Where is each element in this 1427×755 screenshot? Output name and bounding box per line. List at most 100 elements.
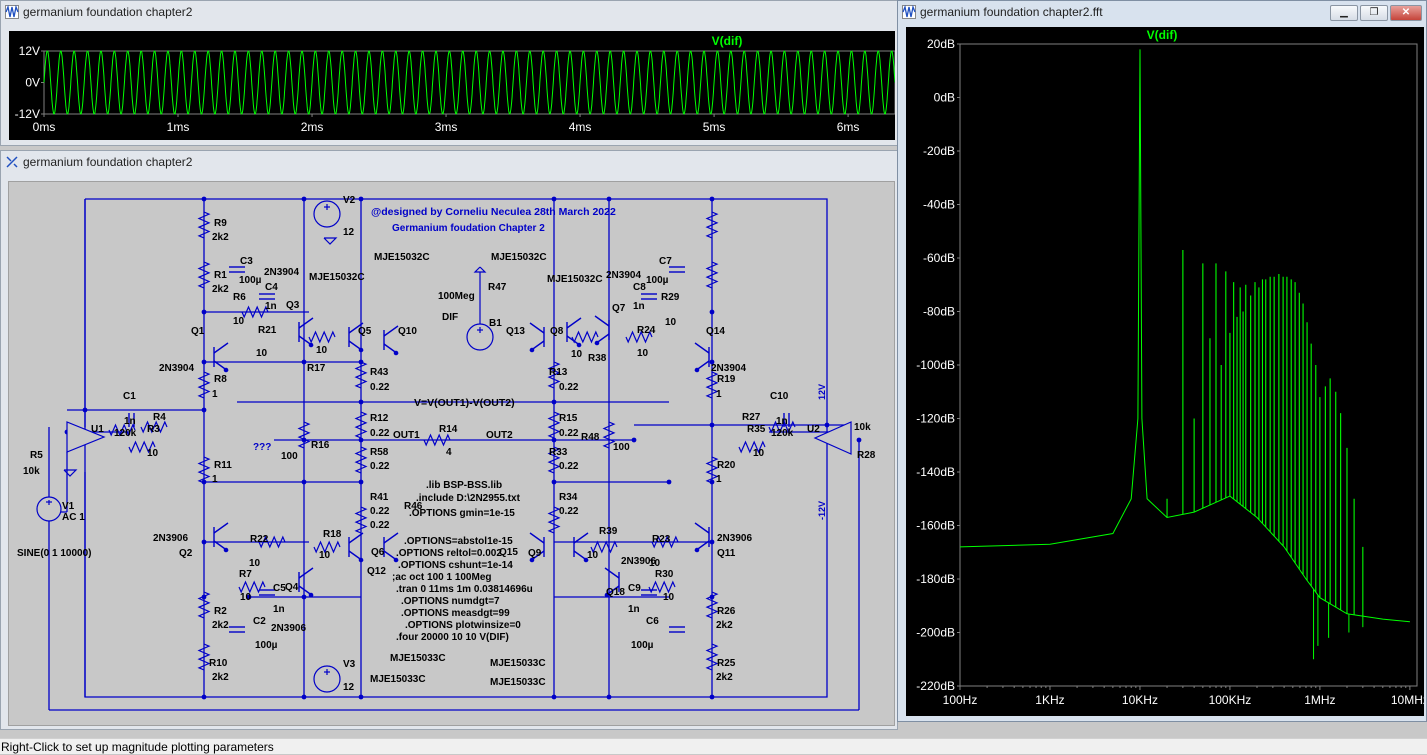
net-label-out2[interactable]: OUT2 [486, 430, 513, 441]
component-label[interactable]: 10 [637, 348, 649, 359]
component-label[interactable]: Q13 [506, 326, 525, 337]
component-label[interactable]: R18 [323, 529, 342, 540]
component-label[interactable]: MJE15033C [490, 658, 546, 669]
component-label[interactable]: 0.22 [370, 428, 390, 439]
component-label[interactable]: C6 [646, 616, 659, 627]
restore-button[interactable]: ❐ [1360, 5, 1388, 21]
component-label[interactable]: 2N3904 [159, 363, 194, 374]
component-label[interactable]: C8 [633, 282, 646, 293]
supply-v2-name[interactable]: V2 [343, 195, 356, 206]
schematic-titlebar[interactable]: germanium foundation chapter2 [1, 151, 897, 173]
component-label[interactable]: C2 [253, 616, 266, 627]
component-label[interactable]: 10 [249, 558, 261, 569]
component-label[interactable]: 1 [212, 474, 218, 485]
spice-directive[interactable]: .OPTIONS numdgt=7 [401, 596, 500, 607]
spice-directive[interactable]: .OPTIONS measdgt=99 [401, 608, 510, 619]
resistor-r47-name[interactable]: R47 [488, 282, 507, 293]
component-label[interactable]: 1 [716, 474, 722, 485]
component-label[interactable]: 2k2 [212, 620, 229, 631]
component-label[interactable]: 10 [256, 348, 268, 359]
component-label[interactable]: 10 [587, 550, 599, 561]
component-label[interactable]: 100µ [239, 275, 262, 286]
component-label[interactable]: R1 [214, 270, 227, 281]
component-label[interactable]: 1n [776, 416, 788, 427]
component-label[interactable]: 100µ [631, 640, 654, 651]
fft-trace-label[interactable]: V(dif) [1147, 28, 1178, 42]
component-label[interactable]: R10 [209, 658, 228, 669]
component-label[interactable]: MJE15033C [390, 653, 446, 664]
component-label[interactable]: R24 [637, 325, 656, 336]
spice-directive[interactable]: .OPTIONS plotwinsize=0 [405, 620, 521, 631]
component-label[interactable]: 120k [771, 428, 794, 439]
component-label[interactable]: 4 [446, 447, 452, 458]
component-label[interactable]: C3 [240, 256, 253, 267]
component-label[interactable]: 2N3904 [264, 267, 299, 278]
component-label[interactable]: MJE15032C [547, 274, 603, 285]
component-label[interactable]: C7 [659, 256, 672, 267]
component-label[interactable]: 0.22 [370, 382, 390, 393]
component-label[interactable]: R11 [214, 460, 232, 471]
component-label[interactable]: Q10 [398, 326, 417, 337]
minimize-button[interactable]: ▁ [1330, 5, 1358, 21]
spice-directive[interactable]: .OPTIONS gmin=1e-15 [409, 508, 515, 519]
net-label-out1[interactable]: OUT1 [393, 430, 420, 441]
component-label[interactable]: Q15 [499, 547, 518, 558]
component-label[interactable]: Q6 [371, 547, 385, 558]
component-label[interactable]: R35 [747, 424, 766, 435]
component-label[interactable]: MJE15032C [309, 272, 365, 283]
source-v1-sine[interactable]: SINE(0 1 10000) [17, 548, 92, 559]
close-button[interactable]: ✕ [1390, 5, 1422, 21]
component-label[interactable]: R8 [214, 374, 227, 385]
supply-v3-value[interactable]: 12 [343, 682, 355, 693]
component-label[interactable]: 0.22 [559, 382, 579, 393]
component-label[interactable]: C4 [265, 282, 278, 293]
component-label[interactable]: 1n [124, 416, 136, 427]
component-label[interactable]: 0.22 [559, 506, 579, 517]
component-label[interactable]: 2N3906 [621, 556, 656, 567]
component-label[interactable]: R39 [599, 526, 618, 537]
component-label[interactable]: R34 [559, 492, 578, 503]
component-label[interactable]: C10 [770, 391, 789, 402]
spice-directive[interactable]: .include D:\2N2955.txt [416, 493, 521, 504]
component-label[interactable]: Q18 [606, 587, 625, 598]
component-label[interactable]: 2N3906 [717, 533, 752, 544]
component-label[interactable]: R12 [370, 413, 389, 424]
component-label[interactable]: 1n [265, 301, 277, 312]
component-label[interactable]: R27 [742, 412, 761, 423]
schematic-window[interactable]: germanium foundation chapter2 [0, 150, 898, 730]
component-label[interactable]: 2N3904 [606, 270, 641, 281]
component-label[interactable]: R7 [239, 569, 252, 580]
source-v1-ac[interactable]: AC 1 [62, 512, 85, 523]
component-label[interactable]: R30 [655, 569, 674, 580]
spice-directive[interactable]: .lib BSP-BSS.lib [426, 480, 502, 491]
component-label[interactable]: 10 [319, 550, 331, 561]
component-label[interactable]: MJE15032C [374, 252, 430, 263]
component-label[interactable]: R43 [370, 367, 389, 378]
component-label[interactable]: R33 [549, 447, 568, 458]
component-label[interactable]: R3 [147, 424, 160, 435]
component-label[interactable]: 0.22 [559, 428, 579, 439]
waveform-titlebar[interactable]: germanium foundation chapter2 [1, 1, 897, 23]
component-label[interactable]: 1n [633, 301, 645, 312]
component-label[interactable]: 2k2 [716, 620, 733, 631]
component-label[interactable]: 10 [147, 448, 159, 459]
component-label[interactable]: Q1 [191, 326, 205, 337]
component-label[interactable]: 1 [212, 389, 218, 400]
component-label[interactable]: R26 [717, 606, 736, 617]
component-label[interactable]: R46 [404, 501, 423, 512]
component-label[interactable]: 2N3906 [271, 623, 306, 634]
spice-directive[interactable]: .OPTIONS=abstol1e-15 [404, 536, 513, 547]
component-label[interactable]: R48 [581, 432, 600, 443]
component-label[interactable]: R15 [559, 413, 578, 424]
component-label[interactable]: 0.22 [370, 461, 390, 472]
component-label[interactable]: 0.22 [370, 520, 390, 531]
component-label[interactable]: Q9 [528, 548, 542, 559]
component-label[interactable]: R29 [661, 292, 680, 303]
component-label[interactable]: R6 [233, 292, 246, 303]
waveform-trace-label[interactable]: V(dif) [712, 34, 743, 48]
component-label[interactable]: MJE15033C [370, 674, 426, 685]
component-label[interactable]: Q7 [612, 303, 626, 314]
component-label[interactable]: 10 [649, 558, 661, 569]
component-label[interactable]: R9 [214, 218, 227, 229]
